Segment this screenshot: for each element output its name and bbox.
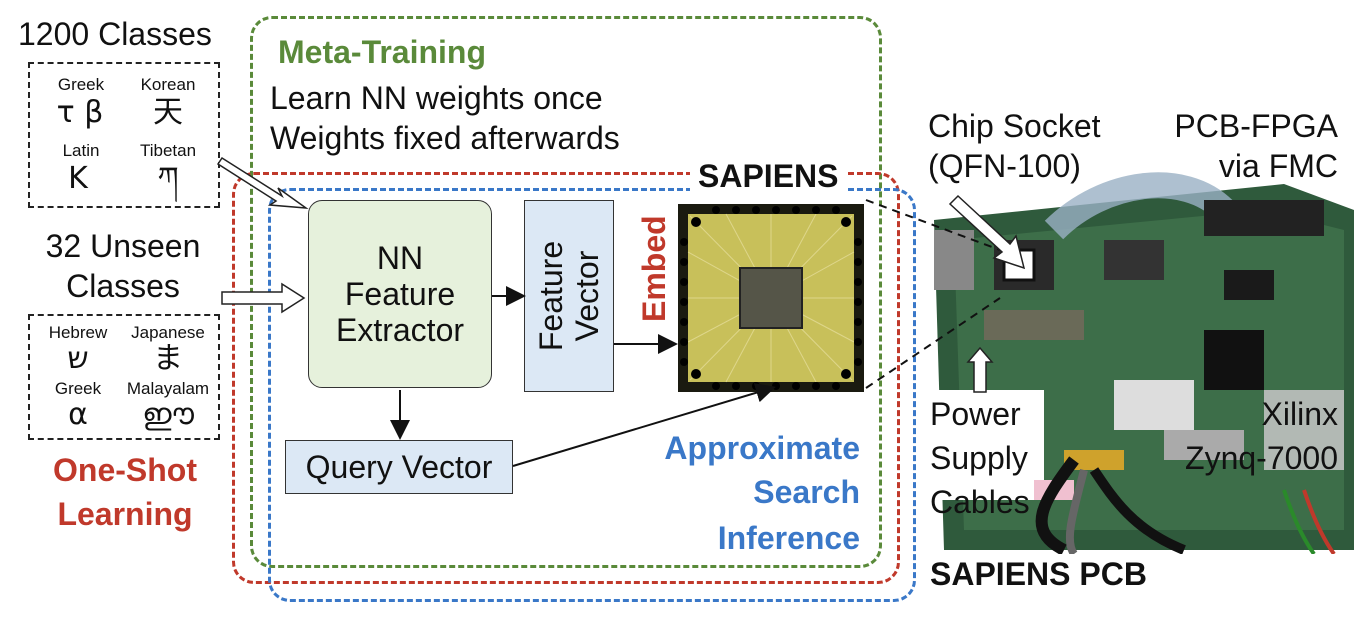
power-cables-label-line1: Power bbox=[930, 396, 1021, 432]
script-name-japanese: Japanese bbox=[131, 323, 205, 342]
malayalam-glyph: ഈ bbox=[142, 397, 194, 432]
script-name-greek-unseen: Greek bbox=[54, 379, 102, 398]
approx-search-line2: Search bbox=[753, 474, 860, 510]
meta-training-title: Meta-Training bbox=[278, 34, 487, 70]
power-cables-label-line3: Cables bbox=[930, 484, 1030, 520]
nn-label-line3: Extractor bbox=[335, 312, 465, 348]
meta-training-line1: Learn NN weights once bbox=[270, 80, 603, 116]
hebrew-glyph: ש bbox=[67, 341, 89, 376]
japanese-glyph: ま bbox=[153, 341, 183, 376]
pcb-fpga-label-line2: via FMC bbox=[1218, 148, 1338, 184]
xilinx-label-line2: Zynq-7000 bbox=[1185, 440, 1338, 476]
chip-zoom-line-top bbox=[865, 199, 1001, 251]
feature-vector-box: Feature Vector bbox=[524, 200, 614, 392]
one-shot-learning-frame bbox=[232, 172, 900, 584]
chip-socket-label-line1: Chip Socket bbox=[928, 108, 1101, 144]
script-name-hebrew: Hebrew bbox=[48, 323, 108, 342]
one-shot-label-line1: One-Shot bbox=[53, 452, 197, 488]
latin-glyph: K bbox=[68, 161, 88, 196]
query-to-chip-arrow bbox=[512, 383, 776, 467]
query-vector-box: Query Vector bbox=[285, 440, 513, 494]
sapiens-chip-label: SAPIENS bbox=[690, 158, 847, 194]
greek-glyph: τ β bbox=[56, 95, 104, 130]
sapiens-pcb-photo bbox=[924, 172, 1354, 554]
meta-training-line2: Weights fixed afterwards bbox=[270, 120, 620, 156]
unseen-script-samples: Hebrew Japanese ש ま Greek Malayalam α ഈ bbox=[28, 314, 220, 440]
approx-search-line3: Inference bbox=[717, 520, 860, 556]
nn-label-line2: Feature bbox=[344, 276, 456, 312]
tibetan-glyph: ཀ bbox=[157, 161, 179, 196]
nn-label-line1: NN bbox=[376, 240, 424, 276]
power-supply-arrow bbox=[966, 346, 994, 393]
unseen-classes-title-line1: 32 Unseen bbox=[45, 228, 201, 264]
korean-glyph: 天 bbox=[153, 95, 183, 130]
approx-search-line1: Approximate bbox=[664, 430, 860, 466]
greek-alpha-glyph: α bbox=[68, 397, 88, 432]
query-vector-label: Query Vector bbox=[305, 449, 493, 485]
script-name-malayalam: Malayalam bbox=[126, 379, 210, 398]
training-input-arrow bbox=[216, 156, 309, 209]
pcb-fpga-label-line1: PCB-FPGA bbox=[1174, 108, 1338, 144]
chip-socket-arrow bbox=[948, 194, 1026, 270]
sapiens-chip-photo bbox=[678, 204, 864, 392]
nn-feature-extractor-box: NN Feature Extractor bbox=[308, 200, 492, 388]
training-script-samples: Greek Korean τ β 天 Latin Tibetan K ཀ bbox=[28, 62, 220, 208]
sapiens-pcb-label: SAPIENS PCB bbox=[930, 556, 1147, 592]
unseen-input-arrow bbox=[221, 282, 306, 314]
script-name-korean: Korean bbox=[140, 75, 196, 94]
script-name-latin: Latin bbox=[62, 141, 100, 160]
power-cables-label-line2: Supply bbox=[930, 440, 1028, 476]
script-name-greek: Greek bbox=[57, 75, 105, 94]
one-shot-label-line2: Learning bbox=[57, 496, 193, 532]
approximate-search-frame bbox=[268, 188, 916, 602]
xilinx-label-line1: Xilinx bbox=[1261, 396, 1338, 432]
unseen-classes-title-line2: Classes bbox=[66, 268, 180, 304]
script-name-tibetan: Tibetan bbox=[139, 141, 197, 160]
training-classes-title: 1200 Classes bbox=[18, 16, 212, 52]
chip-socket-label-line2: (QFN-100) bbox=[928, 148, 1081, 184]
